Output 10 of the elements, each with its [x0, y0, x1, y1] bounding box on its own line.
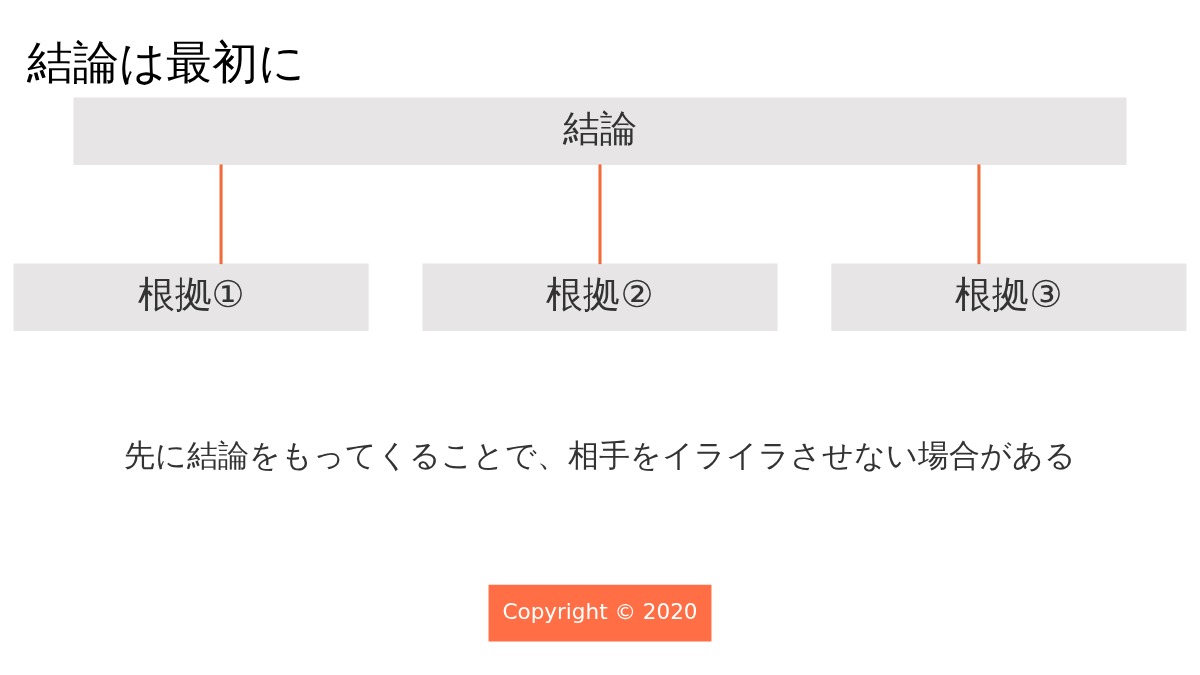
label: 先に結論をもってくることで、相手をイライラさせない場合がある: [124, 436, 1076, 473]
connector: [219, 163, 223, 264]
connector: [598, 163, 602, 264]
node-box: 根拠③: [831, 262, 1187, 331]
node-box: 根拠②: [422, 262, 778, 331]
diagram-title: 結論は最初に: [27, 34, 306, 89]
label: Copyright © 2020: [502, 598, 698, 624]
connector: [977, 163, 981, 264]
node-box: 根拠①: [13, 262, 369, 331]
node-box: 結論: [73, 96, 1127, 165]
